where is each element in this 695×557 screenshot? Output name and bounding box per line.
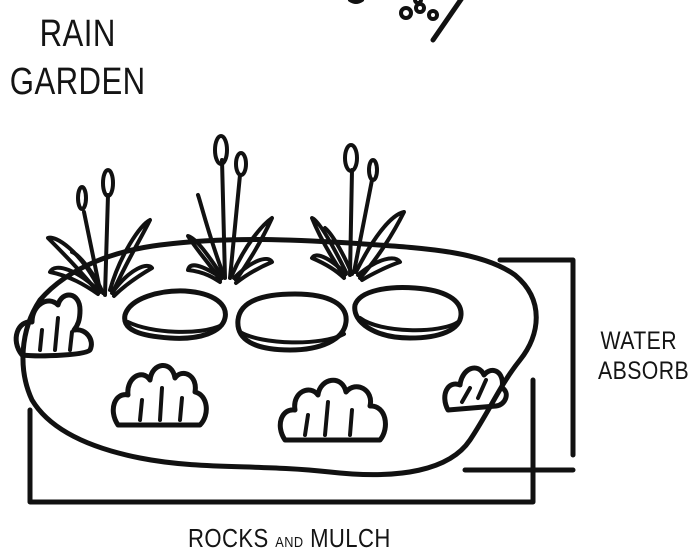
shrub: [280, 380, 385, 440]
shrub: [445, 368, 506, 410]
cattail-plant: [48, 170, 152, 296]
rain-drops-icon: [350, 0, 462, 40]
rocks-label-part-2: AND: [275, 534, 303, 551]
diagram-title: RAIN GARDEN: [8, 10, 131, 106]
rocks-label-part-1: ROCKS: [188, 523, 269, 553]
stepping-stone: [238, 294, 346, 350]
stepping-stone: [125, 291, 226, 338]
garden-bed-outline: [23, 239, 536, 474]
water-absorb-bracket: [500, 260, 573, 455]
rocks-mulch-label: ROCKS AND MULCH: [188, 524, 391, 557]
rocks-label-part-3: MULCH: [310, 523, 391, 553]
cattail-plant: [312, 145, 404, 280]
water-absorb-label: WATER ABSORB: [598, 326, 680, 386]
water-label-line-2: ABSORB: [598, 356, 680, 386]
cattail-plant: [188, 136, 272, 283]
title-line-2: GARDEN: [8, 58, 147, 106]
title-line-1: RAIN: [8, 10, 147, 58]
stepping-stone: [355, 288, 461, 338]
shrub: [113, 365, 206, 425]
rocks-mulch-bracket: [30, 380, 533, 502]
water-label-line-1: WATER: [598, 326, 680, 356]
